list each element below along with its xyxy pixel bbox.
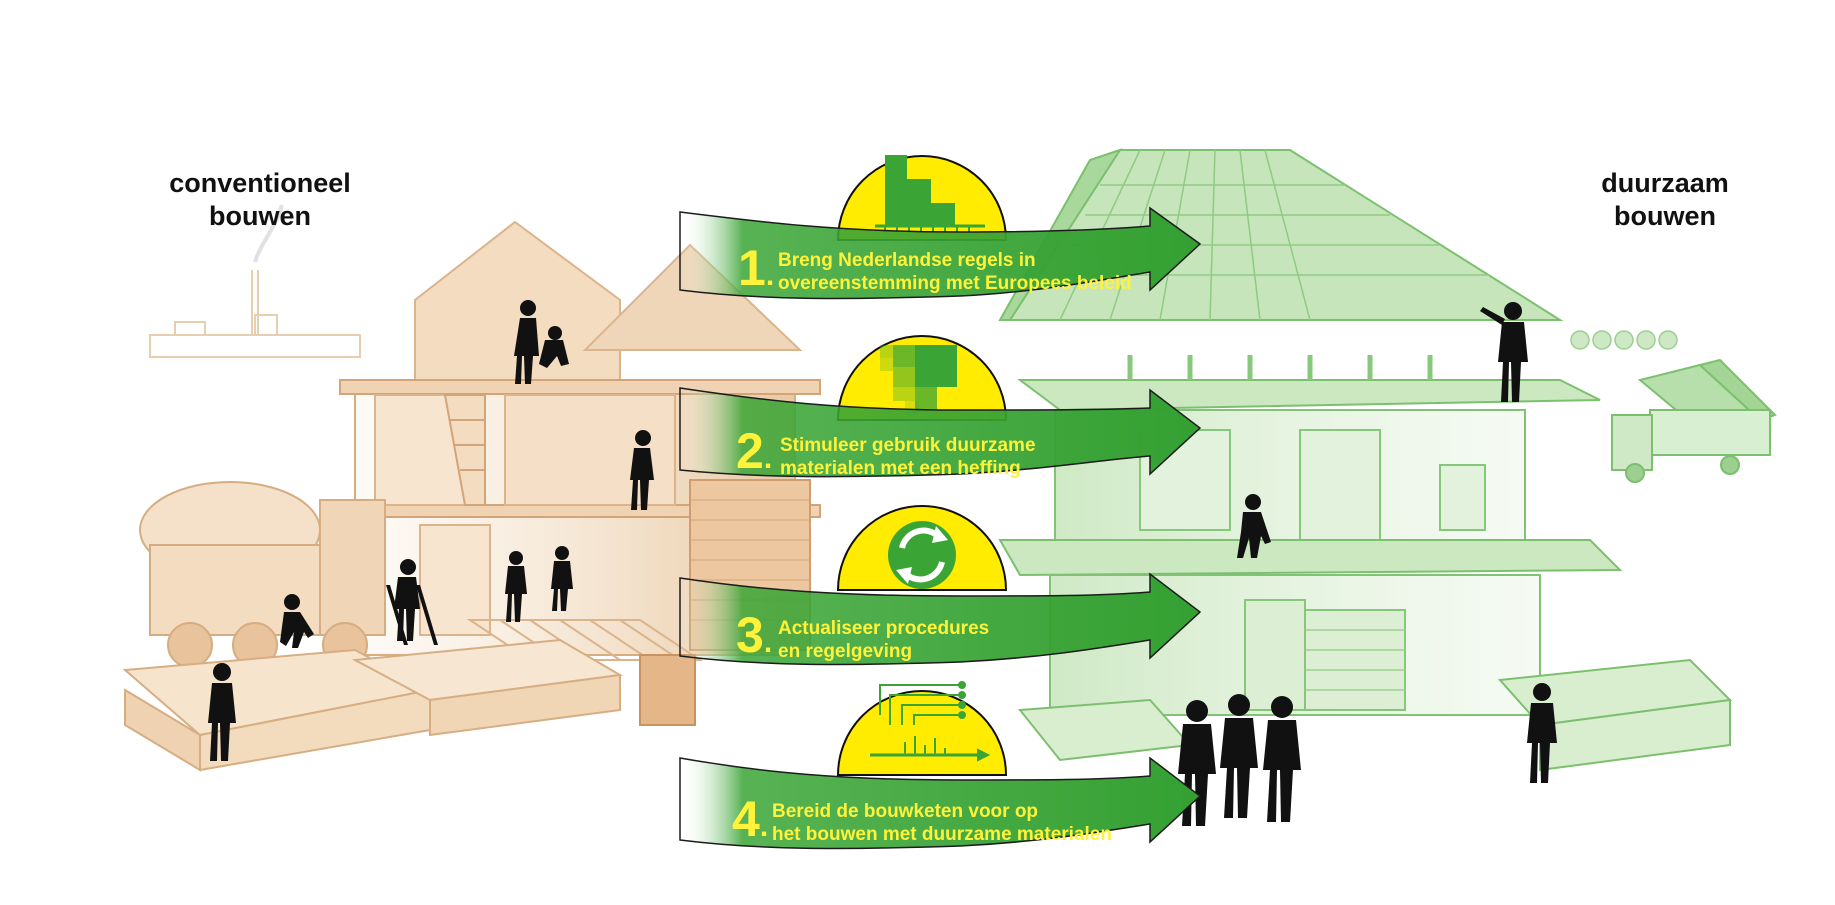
step-4-text: Bereid de bouwketen voor op het bouwen m… bbox=[772, 800, 1112, 846]
arrow-step-4 bbox=[679, 756, 1202, 850]
arrow-step-1 bbox=[679, 206, 1202, 300]
worker-figure bbox=[505, 551, 527, 622]
arrow-step-2 bbox=[679, 387, 1202, 478]
worker-figure bbox=[1527, 683, 1557, 783]
title-right-line2: bouwen bbox=[1614, 201, 1716, 231]
timber-truck bbox=[1611, 358, 1777, 483]
title-left-line2: bouwen bbox=[209, 201, 311, 231]
step-1-line2: overeenstemming met Europees beleid bbox=[778, 273, 1132, 294]
worker-figure bbox=[1220, 694, 1258, 818]
wooden-crate bbox=[639, 654, 696, 726]
worker-figure bbox=[1263, 696, 1301, 822]
step-2-text: Stimuleer gebruik duurzame materialen me… bbox=[780, 434, 1036, 480]
pixel-gradient-icon bbox=[880, 345, 957, 415]
badge-4 bbox=[836, 690, 1008, 776]
worker-figure bbox=[514, 300, 539, 384]
sustainable-building-title: duurzaam bouwen bbox=[1530, 167, 1800, 233]
step-4-line2: het bouwen met duurzame materialen bbox=[772, 824, 1112, 845]
step-4-line1: Bereid de bouwketen voor op bbox=[772, 801, 1039, 822]
worker-figure bbox=[551, 546, 573, 611]
step-1-number: 1. bbox=[738, 240, 775, 296]
worker-figure bbox=[539, 326, 569, 368]
factory-skyline bbox=[149, 204, 361, 358]
staircase-chart-icon bbox=[875, 155, 985, 232]
step-3-line2: en regelgeving bbox=[778, 641, 913, 662]
step-3-number: 3. bbox=[736, 607, 773, 663]
concrete-slabs bbox=[122, 638, 624, 772]
cement-mixer-truck bbox=[139, 481, 386, 668]
step-1-text: Breng Nederlandse regels in overeenstemm… bbox=[778, 249, 1132, 295]
step-2-line1: Stimuleer gebruik duurzame bbox=[780, 435, 1036, 456]
step-4-number: 4. bbox=[732, 791, 769, 847]
step-3-line1: Actualiseer procedures bbox=[778, 618, 990, 639]
tree-row bbox=[1570, 330, 1678, 350]
step-3-text: Actualiseer procedures en regelgeving bbox=[778, 617, 989, 663]
recycle-arrows-icon bbox=[888, 521, 956, 589]
step-arrows bbox=[679, 206, 1202, 850]
step-badges bbox=[836, 155, 1008, 776]
staircase bbox=[443, 394, 486, 506]
step-2-line2: materialen met een heffing bbox=[780, 458, 1021, 479]
conventional-building-title: conventioneel bouwen bbox=[100, 167, 420, 233]
sustainable-house-illustration bbox=[998, 148, 1777, 772]
step-2-number: 2. bbox=[736, 423, 773, 479]
worker-figure bbox=[1480, 302, 1528, 402]
step-1-line1: Breng Nederlandse regels in bbox=[778, 250, 1036, 271]
worker-figure bbox=[386, 559, 438, 645]
worker-figure bbox=[630, 430, 654, 510]
worker-figure bbox=[208, 663, 236, 761]
arrow-step-3 bbox=[679, 572, 1202, 666]
side-gable bbox=[582, 243, 803, 351]
worker-figure bbox=[280, 594, 314, 648]
worker-figure bbox=[1237, 494, 1271, 558]
supply-chain-timeline-icon bbox=[870, 681, 991, 762]
title-right-line1: duurzaam bbox=[1601, 168, 1729, 198]
timber-piles bbox=[1018, 658, 1733, 772]
title-left-line1: conventioneel bbox=[169, 168, 351, 198]
